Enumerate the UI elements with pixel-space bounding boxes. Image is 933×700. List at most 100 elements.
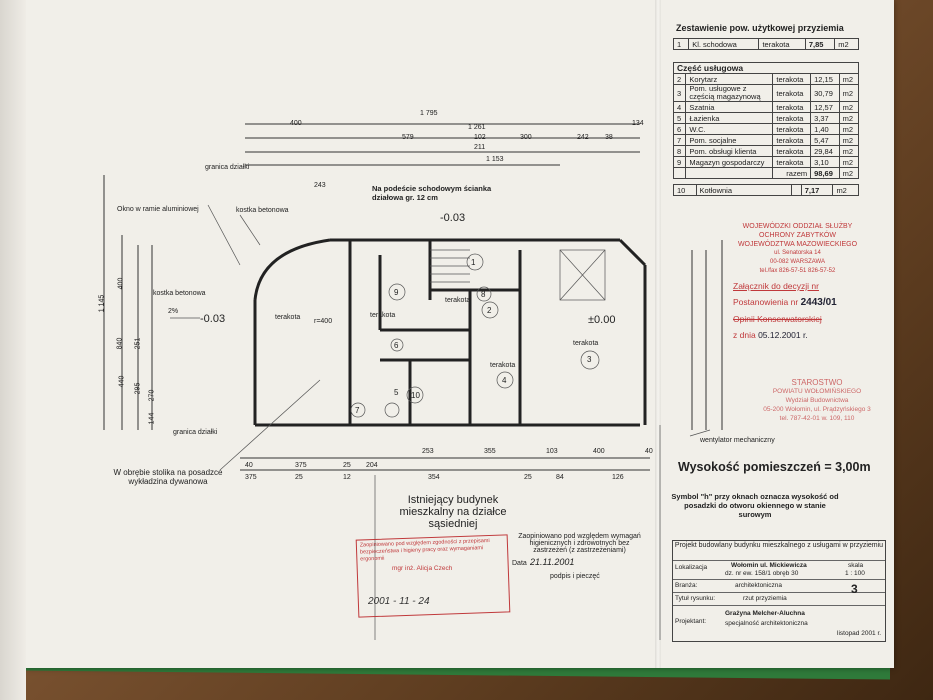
cell-unit: m2 [838,123,860,135]
tb-projektant-label: Projektant: [675,618,707,625]
label-terakota-5: terakota [370,312,396,319]
tb-drawing: rzut przyziemia [743,595,787,602]
dim-bot-6: 355 [484,448,496,455]
schedule-section: Część usługowa [673,62,859,74]
label-terakota-2: terakota [445,297,471,304]
dim-top-5: 579 [402,134,414,141]
cell-name: Pom. socjalne [685,134,774,146]
tb-projektant: Grażyna Melcher-Aluchna [725,610,805,617]
dim-bot-11: 25 [295,474,303,481]
starostwo-stamp: STAROSTWO POWIATU WOŁOMIŃSKIEGO Wydział … [762,378,872,423]
tb-date: listopad 2001 r. [837,630,882,637]
stamp-zalacznik: Załącznik do decyzji nr [733,281,819,291]
dim-top-11: 1 153 [486,156,504,163]
cell-finish: terakota [772,134,812,146]
cell-finish: terakota [772,145,812,157]
dim-top-4: 134 [632,120,644,127]
label-terakota-4: terakota [573,340,599,347]
room-number-10: 10 [411,391,420,400]
dim-bot-2: 375 [295,462,307,469]
dim-bot-4: 204 [366,462,378,469]
dim-left-4: 295 [134,382,142,395]
room-number-2: 2 [487,306,492,315]
cell-name: W.C. [685,123,774,135]
tb-lok-label: Lokalizacja [675,564,708,571]
schedule-row: 10 Kotłownia 7,17 m2 [673,184,859,196]
cell-finish [790,184,802,196]
dim-top-12: 243 [314,182,326,189]
tb-lok: Wołomin ul. Mickiewicza [731,562,807,569]
dim-top-8: 242 [577,134,589,141]
cell-no: 3 [672,84,687,102]
cell-unit: m2 [832,184,859,196]
stamp-line: WOJEWÓDZTWA MAZOWIECKIEGO [737,241,858,248]
cell-no: 9 [672,156,687,168]
label-granica-bottom: granica działki [173,429,218,436]
cell-no: 8 [672,145,687,157]
tb-branza: architektoniczna [735,582,782,589]
tb-project: Projekt budowlany budynku mieszkalnego z… [673,541,885,561]
cell-area: 1,40 [810,123,840,135]
label-wentylator: wentylator mechaniczny [700,437,775,444]
cell-no: 1 [672,38,690,50]
room-number-7: 7 [355,406,360,415]
cell-name: Pom. obsługi klienta [685,145,774,157]
room-number-1: 1 [471,258,476,267]
cell-no: 7 [672,134,687,146]
dim-bot-12: 12 [343,474,351,481]
dim-bot-3: 25 [343,462,351,469]
cell-no: 5 [672,112,687,124]
cell-unit: m2 [838,112,860,124]
schedule-row: 1 Kl. schodowa terakota 7,85 m2 [672,38,859,50]
label-obreb-stolika: W obrębie stolika na posadzce wykładzina… [113,468,223,486]
level-left: -0.03 [200,313,226,325]
tb-drawing-row: Tytuł rysunku: rzut przyziemia [673,593,885,606]
cell-name: Szatnia [685,101,774,113]
label-terakota-1: terakota [275,314,301,321]
sanepid-data-label: Data [512,560,527,567]
left-page-edge [0,0,26,700]
dim-top-3: 400 [290,120,302,127]
cell-finish: terakota [772,84,812,102]
label-kostka-1: kostka betonowa [236,207,289,214]
stamp-z-dnia: z dnia [733,330,756,340]
cell-unit: m2 [838,145,860,157]
cell-name: Kotłownia [695,184,792,196]
conservator-stamp: WOJEWÓDZKI ODDZIAŁ SŁUŻBY OCHRONY ZABYTK… [735,222,860,276]
cell-area: 5,47 [810,134,840,146]
label-kostka-2: kostka betonowa [153,290,206,297]
dim-bot-10: 375 [245,474,257,481]
tb-drawing-label: Tytuł rysunku: [675,595,716,602]
dim-left-3: 440 [118,375,126,388]
cell-name: Korytarz [685,73,774,85]
cell-finish: terakota [772,73,812,85]
tb-projektant2: specjalność architektoniczna [725,620,808,627]
dim-left-7: 270 [148,389,156,402]
tb-branza-label: Branża: [675,582,698,589]
title-block: Projekt budowlany budynku mieszkalnego z… [672,540,886,642]
dim-top-7: 300 [520,134,532,141]
dim-top-1: 1 795 [420,110,438,117]
schedule-table-1: 1 Kl. schodowa terakota 7,85 m2 [672,38,859,50]
cell-unit: m2 [838,101,860,113]
stamp-line: STAROSTWO [791,378,843,387]
dim-left-1: 1 145 [98,294,106,313]
cell-no: 10 [673,184,697,196]
dim-left-8: 144 [148,412,156,425]
label-podest-note: Na podeście schodowym ścianka działowa g… [372,184,492,202]
room-number-9: 9 [394,288,399,297]
total-label: razem [772,167,812,179]
cell-unit: m2 [838,156,860,168]
stamp-line: Wydział Budownictwa [785,397,849,404]
dim-top-2: 1 261 [468,124,486,131]
cell-area: 3,37 [810,112,840,124]
stamp-line: ul. Senatorska 14 [774,250,821,256]
cell-name: Pom. usługowe z częścią magazynową [685,84,774,102]
